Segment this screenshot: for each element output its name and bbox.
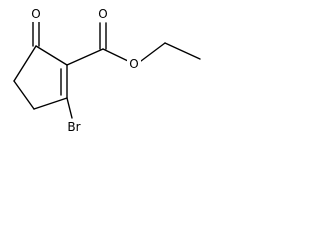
ester-ether-oxygen-label: O [129,57,138,71]
bond-ch2-ch3 [164,42,201,60]
ring-oxygen-label: O [31,7,40,21]
bond-c3-c4 [33,97,68,110]
bromine-label: Br [67,120,80,134]
bond-c4-c5 [13,80,35,110]
molecule-structure-diagram: O O O Br [13,6,201,135]
bond-c1-c2 [35,45,68,66]
bond-ester-c-o-single [102,48,129,62]
ester-group [66,22,201,66]
bond-c2-ester-carbon [66,48,104,66]
atom-labels: O O O Br [29,6,141,135]
bond-c3-br [66,97,73,119]
bond-o-ch2 [140,42,166,62]
cyclopentenone-ring [13,45,68,110]
bond-c5-c1 [13,45,37,82]
ester-carbonyl-oxygen-label: O [98,7,107,21]
ketone-group [32,21,40,47]
